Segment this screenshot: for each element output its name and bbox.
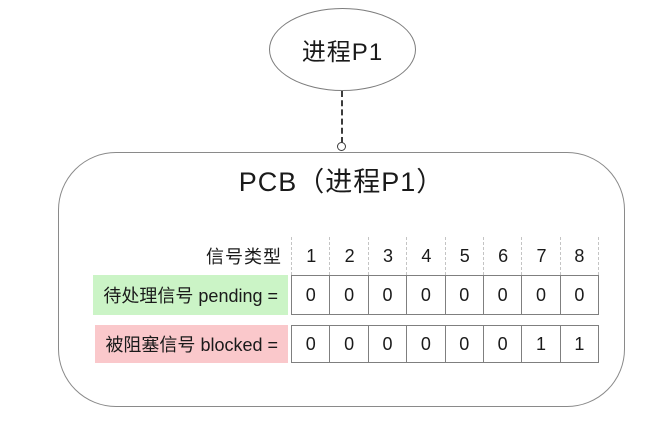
signal-table: 信号类型 1 2 3 4 5 6 7 8 待处理信号 pending = 0 0… bbox=[83, 237, 600, 363]
pending-bit-4: 0 bbox=[406, 275, 446, 315]
pcb-title: PCB（进程P1） bbox=[238, 167, 445, 197]
process-label: 进程P1 bbox=[301, 39, 384, 66]
row-spacer bbox=[83, 315, 599, 325]
blocked-label-cell: 被阻塞信号 blocked = bbox=[83, 325, 291, 363]
blocked-bit-3: 0 bbox=[367, 325, 408, 363]
col-header-6: 6 bbox=[482, 237, 522, 275]
pending-label-cell: 待处理信号 pending = bbox=[83, 275, 291, 315]
pending-bit-2: 0 bbox=[329, 275, 369, 315]
pending-bit-6: 0 bbox=[482, 275, 523, 315]
pending-bit-3: 0 bbox=[367, 275, 408, 315]
pending-row: 待处理信号 pending = 0 0 0 0 0 0 0 0 bbox=[83, 275, 600, 315]
blocked-bit-5: 0 bbox=[444, 325, 484, 363]
col-header-2: 2 bbox=[329, 237, 368, 275]
col-header-5: 5 bbox=[444, 237, 484, 275]
pending-label: 待处理信号 pending = bbox=[93, 275, 288, 315]
blocked-bit-8: 1 bbox=[559, 325, 600, 363]
process-node: 进程P1 bbox=[269, 8, 416, 91]
blocked-bit-6: 0 bbox=[482, 325, 523, 363]
pending-bit-5: 0 bbox=[444, 275, 484, 315]
blocked-bit-2: 0 bbox=[329, 325, 369, 363]
blocked-bit-7: 1 bbox=[521, 325, 561, 363]
col-header-4: 4 bbox=[406, 237, 445, 275]
pending-bit-8: 0 bbox=[559, 275, 600, 315]
pending-bit-7: 0 bbox=[521, 275, 561, 315]
header-label-cell: 信号类型 bbox=[83, 237, 291, 275]
blocked-bit-1: 0 bbox=[291, 325, 331, 363]
blocked-row: 被阻塞信号 blocked = 0 0 0 0 0 0 1 1 bbox=[83, 325, 600, 363]
signal-type-label: 信号类型 bbox=[206, 247, 282, 267]
pending-bit-1: 0 bbox=[291, 275, 331, 315]
dashed-connector bbox=[341, 91, 343, 143]
connector-terminal-circle bbox=[337, 142, 346, 151]
col-header-3: 3 bbox=[367, 237, 407, 275]
col-header-8: 8 bbox=[559, 237, 600, 275]
col-header-7: 7 bbox=[521, 237, 560, 275]
signal-table-header-row: 信号类型 1 2 3 4 5 6 7 8 bbox=[83, 237, 600, 275]
col-header-1: 1 bbox=[291, 237, 330, 275]
blocked-bit-4: 0 bbox=[406, 325, 446, 363]
blocked-label: 被阻塞信号 blocked = bbox=[95, 325, 288, 363]
